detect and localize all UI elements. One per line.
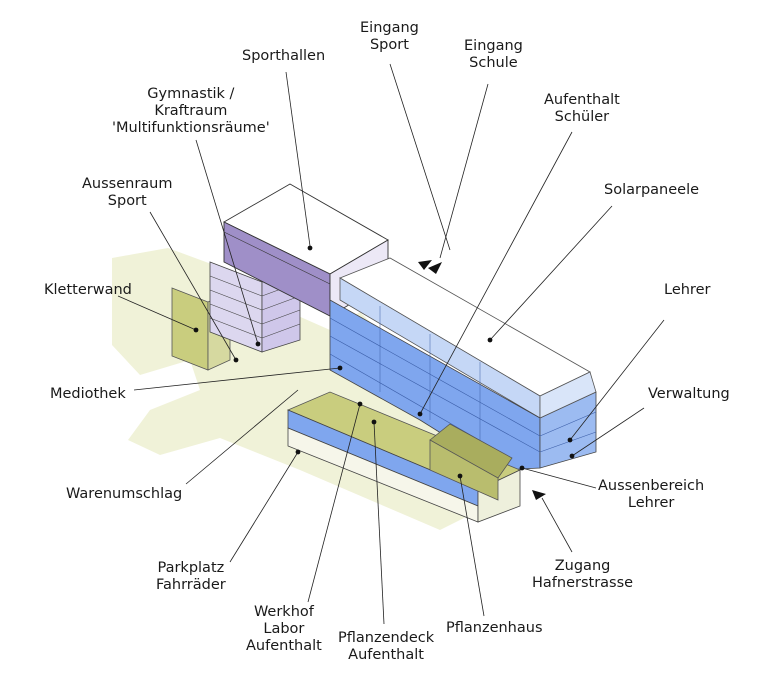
label-aussenbereich-lehrer: Aussenbereich Lehrer bbox=[598, 478, 705, 511]
lower-wing-side bbox=[477, 469, 521, 523]
eingang-sport-arrow bbox=[418, 260, 432, 270]
leader-lines bbox=[117, 63, 665, 625]
label-lehrer: Lehrer bbox=[664, 282, 711, 298]
label-solarpaneele: Solarpaneele bbox=[604, 182, 700, 198]
label-aufenthalt-schueler: Aufenthalt Schüler bbox=[544, 92, 620, 125]
leader-dots bbox=[193, 245, 575, 479]
label-eingang-sport: Eingang Sport bbox=[360, 20, 419, 53]
label-sporthallen: Sporthallen bbox=[242, 48, 326, 64]
label-zugang-hafnerstrasse: Zugang Hafnerstrasse bbox=[532, 558, 634, 591]
eingang-schule-arrow bbox=[428, 262, 442, 274]
school-light-side bbox=[539, 371, 597, 419]
label-pflanzendeck: Pflanzendeck Aufenthalt bbox=[338, 630, 435, 663]
zugang-arrow bbox=[532, 490, 546, 500]
label-mediothek: Mediothek bbox=[50, 386, 126, 402]
pflanzenhaus-front bbox=[429, 439, 499, 501]
label-gymnastik: Gymnastik / Kraftraum 'Multifunktionsräu… bbox=[112, 86, 270, 136]
label-warenumschlag: Warenumschlag bbox=[66, 486, 183, 502]
label-verwaltung: Verwaltung bbox=[648, 386, 730, 402]
label-aussenraum-sport: Aussenraum Sport bbox=[82, 176, 173, 209]
label-pflanzenhaus: Pflanzenhaus bbox=[446, 620, 543, 636]
kletterwand-wall bbox=[171, 287, 209, 371]
label-parkplatz-fahrraeder: Parkplatz Fahrräder bbox=[156, 560, 226, 593]
label-werkhof: Werkhof Labor Aufenthalt bbox=[246, 604, 322, 654]
label-eingang-schule: Eingang Schule bbox=[464, 38, 523, 71]
label-kletterwand: Kletterwand bbox=[44, 282, 132, 298]
